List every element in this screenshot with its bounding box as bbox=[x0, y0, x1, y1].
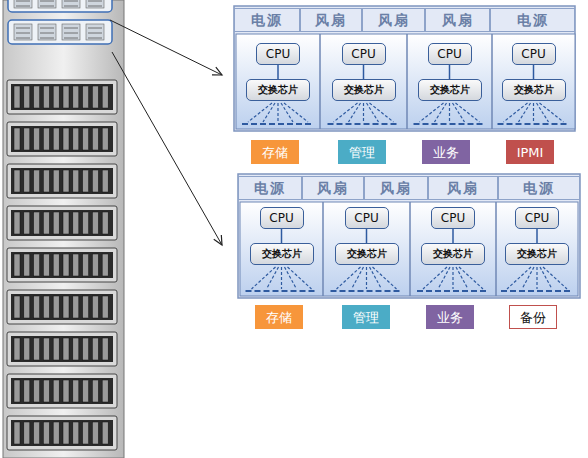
node-label: 管理 bbox=[353, 311, 379, 324]
cpu-switch-link bbox=[366, 229, 368, 243]
blade-chassis bbox=[238, 174, 580, 298]
node-label: 交换芯片 bbox=[430, 85, 470, 95]
cpu-box: CPU bbox=[260, 207, 304, 229]
chassis-band-cell: 电源 bbox=[234, 8, 300, 32]
switch-chip-box: 交换芯片 bbox=[246, 79, 310, 101]
chassis-band-cell: 风扇 bbox=[428, 176, 498, 200]
cpu-box: CPU bbox=[431, 207, 475, 229]
server-unit bbox=[7, 332, 117, 366]
node-label: 风扇 bbox=[442, 13, 474, 27]
cpu-switch-link bbox=[536, 229, 538, 243]
chassis-band-cell: 风扇 bbox=[364, 176, 428, 200]
network-tag: IPMI bbox=[506, 140, 554, 164]
node-label: 管理 bbox=[349, 146, 375, 159]
switch-chip-box: 交换芯片 bbox=[418, 79, 482, 101]
network-tag: 管理 bbox=[338, 140, 386, 164]
node-label: 电源 bbox=[517, 13, 549, 27]
chassis-band-cell: 电源 bbox=[238, 176, 302, 200]
node-label: 业务 bbox=[437, 311, 463, 324]
node-label: 交换芯片 bbox=[258, 85, 298, 95]
network-tag: 业务 bbox=[422, 140, 470, 164]
cpu-box: CPU bbox=[428, 43, 472, 65]
cpu-switch-link bbox=[363, 65, 365, 79]
network-tag: 备份 bbox=[509, 305, 557, 329]
server-unit bbox=[7, 80, 117, 114]
node-label: CPU bbox=[266, 48, 290, 60]
node-label: 风扇 bbox=[317, 181, 349, 195]
server-unit bbox=[7, 248, 117, 282]
server-unit bbox=[7, 416, 117, 450]
switch-chip-box: 交换芯片 bbox=[421, 243, 485, 265]
blade-chassis bbox=[234, 6, 575, 131]
node-label: CPU bbox=[525, 212, 549, 224]
node-label: 交换芯片 bbox=[517, 249, 557, 259]
node-label: 交换芯片 bbox=[344, 85, 384, 95]
chassis-band-cell: 电源 bbox=[498, 176, 580, 200]
cpu-switch-link bbox=[533, 65, 535, 79]
node-label: 交换芯片 bbox=[262, 249, 302, 259]
network-tag: 存储 bbox=[251, 140, 299, 164]
chassis-band-cell: 电源 bbox=[490, 8, 575, 32]
network-tag: 业务 bbox=[426, 305, 474, 329]
node-label: 交换芯片 bbox=[514, 85, 554, 95]
server-unit bbox=[7, 374, 117, 408]
switch-chip-box: 交换芯片 bbox=[250, 243, 314, 265]
cpu-box: CPU bbox=[345, 207, 389, 229]
switch-chip-box: 交换芯片 bbox=[502, 79, 566, 101]
cpu-switch-link bbox=[452, 229, 454, 243]
cpu-switch-link bbox=[281, 229, 283, 243]
switch-chip-box: 交换芯片 bbox=[505, 243, 569, 265]
blade-chassis-icon bbox=[8, 20, 112, 44]
node-label: 交换芯片 bbox=[433, 249, 473, 259]
node-label: CPU bbox=[351, 48, 375, 60]
switch-chip-box: 交换芯片 bbox=[332, 79, 396, 101]
chassis-band-cell: 风扇 bbox=[425, 8, 490, 32]
network-tag: 存储 bbox=[255, 305, 303, 329]
node-label: CPU bbox=[521, 48, 545, 60]
node-label: CPU bbox=[441, 212, 465, 224]
cpu-box: CPU bbox=[515, 207, 559, 229]
cpu-box: CPU bbox=[342, 43, 386, 65]
zoom-arrow bbox=[110, 20, 222, 75]
rack bbox=[3, 0, 124, 458]
node-label: CPU bbox=[437, 48, 461, 60]
network-tag: 管理 bbox=[342, 305, 390, 329]
node-label: 交换芯片 bbox=[347, 249, 387, 259]
node-label: 风扇 bbox=[447, 181, 479, 195]
cpu-box: CPU bbox=[512, 43, 556, 65]
node-label: 电源 bbox=[254, 181, 286, 195]
server-unit bbox=[7, 206, 117, 240]
node-label: 备份 bbox=[520, 311, 546, 324]
cpu-switch-link bbox=[277, 65, 279, 79]
zoom-arrow bbox=[112, 52, 222, 245]
node-label: 风扇 bbox=[380, 181, 412, 195]
node-label: 存储 bbox=[262, 146, 288, 159]
server-unit bbox=[7, 164, 117, 198]
node-label: IPMI bbox=[517, 146, 544, 159]
node-label: CPU bbox=[354, 212, 378, 224]
node-label: CPU bbox=[269, 212, 293, 224]
chassis-band-cell: 风扇 bbox=[362, 8, 425, 32]
server-unit bbox=[7, 290, 117, 324]
switch-chip-box: 交换芯片 bbox=[335, 243, 399, 265]
chassis-band-cell: 风扇 bbox=[300, 8, 362, 32]
server-unit bbox=[7, 122, 117, 156]
node-label: 风扇 bbox=[315, 13, 347, 27]
cpu-switch-link bbox=[449, 65, 451, 79]
chassis-band-cell: 风扇 bbox=[302, 176, 364, 200]
node-label: 电源 bbox=[523, 181, 555, 195]
cpu-box: CPU bbox=[256, 43, 300, 65]
node-label: 风扇 bbox=[378, 13, 410, 27]
node-label: 电源 bbox=[251, 13, 283, 27]
blade-chassis-icon bbox=[8, 0, 112, 12]
node-label: 存储 bbox=[266, 311, 292, 324]
node-label: 业务 bbox=[433, 146, 459, 159]
